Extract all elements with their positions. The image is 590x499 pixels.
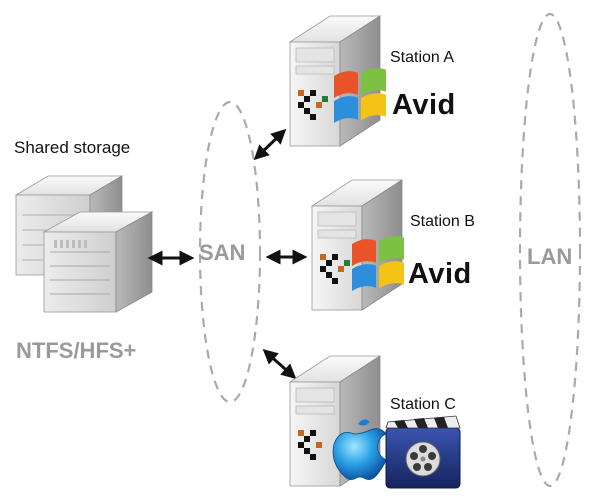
filesystem-label: NTFS/HFS+ [16, 338, 137, 363]
storage-server-front-icon [42, 211, 154, 313]
station-b-windows-logo-icon [352, 236, 404, 291]
san-station-c-arrow [262, 349, 297, 379]
station-a-label: Station A [390, 49, 455, 66]
station-b-label: Station B [410, 213, 475, 230]
lan-label: LAN [527, 244, 573, 269]
station-a-avid-logo: Avid [392, 89, 456, 121]
station-c-label: Station C [390, 396, 456, 413]
lan-boundary [518, 12, 582, 488]
shared-storage-title: Shared storage [14, 138, 131, 157]
station-a-windows-logo-icon [334, 68, 386, 123]
station-c-video-clapperboard-icon [385, 415, 461, 489]
station-c-apple-logo-icon [332, 419, 387, 480]
station-b-avid-logo: Avid [408, 258, 472, 290]
san-boundary [198, 100, 262, 404]
san-label: SAN [199, 240, 246, 265]
san-station-a-arrow [253, 128, 287, 161]
